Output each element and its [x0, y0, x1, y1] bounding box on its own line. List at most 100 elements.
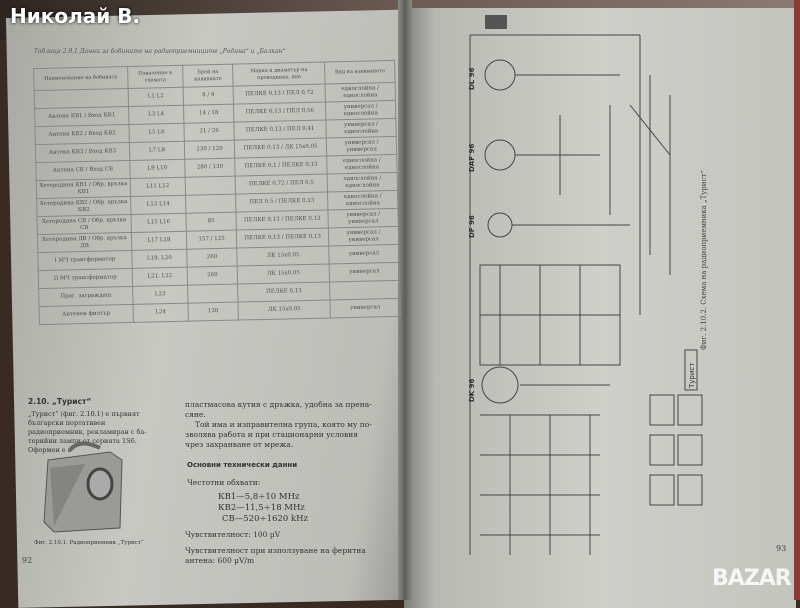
table-cell [187, 284, 239, 304]
table-cell: Антена КВ3 / Вход КВ3 [35, 142, 130, 163]
table-cell: 230 / 120 [184, 140, 235, 160]
table-cell: Антенен филтър [39, 304, 134, 325]
table-cell: 120 [188, 302, 239, 322]
table-cell: L23 [132, 285, 189, 305]
table-cell: еднослойна / еднослойна [327, 190, 398, 210]
table-cell [34, 88, 129, 109]
page-number-left: 92 [22, 556, 33, 565]
table-cell: L5 L6 [128, 123, 185, 143]
table-cell: ПЕЛКЕ 0,13 / ПЕЛ 0,56 [233, 102, 327, 123]
table-cell: ЛК 15х0,05 [236, 245, 330, 267]
body-paragraph-1: пластмасова кутия с дръжка, удобна за пр… [185, 400, 372, 419]
table-cell: L3 L4 [128, 105, 184, 125]
book-spine [398, 0, 412, 600]
intro-text: „Турист“ (фиг. 2.10.1) е първият българс… [28, 410, 147, 454]
freq-kv2: КВ2—11,5÷18 MHz [218, 503, 305, 513]
table-title: Таблица 2.9.1 Данни за бобините на радио… [34, 48, 286, 55]
table-cell: Хетеродина КВ1 / Обр. връзка КВ1 [36, 178, 131, 199]
book-cover-edge [794, 0, 800, 600]
tube-label-dl96: DL 96 [468, 67, 476, 90]
table-cell: Хетеродина КВ2 / Обр. връзка КВ2 [36, 196, 131, 217]
table-cell: L19, L20 [131, 249, 188, 269]
circuit-schematic [469, 15, 703, 555]
table-cell: I МЧ трансформатор [37, 250, 133, 271]
table-cell: еднослойна / еднослойна [326, 154, 398, 174]
figure-caption: Фиг. 2.10.1. Радиоприемник „Турист“ [34, 540, 144, 546]
tube-label-daf96: DAF 96 [468, 143, 476, 172]
sensitivity: Чувствителност: 100 µV [185, 530, 281, 539]
schematic-caption: Фиг. 2.10.2. Схема на радиоприемника „Ту… [700, 170, 708, 350]
table-cell: 280 / 130 [184, 158, 236, 178]
table-cell: Праг. заграждащ [38, 286, 133, 307]
tube-label-dk96: DK 96 [468, 378, 476, 402]
table-cell: Антена СВ / Вход СВ [35, 160, 131, 181]
table-cell: универсал [330, 298, 401, 318]
table-cell: ПЕЛКЕ 0,13 / ЛК 15х0,05 [234, 138, 327, 159]
table-cell: ПЕЛКЕ 0,13 [237, 281, 331, 303]
table-header: Наименование на бобината [33, 66, 128, 91]
table-cell: ЛК 15х0,05 [238, 299, 331, 321]
label-box: Турист [688, 362, 696, 388]
table-cell: универсал / еднослойна [326, 118, 397, 139]
table-cell: ПЕЛКЕ 0,13 / ПЕЛКЕ 0,13 [236, 209, 329, 231]
table-cell: 14 / 18 [183, 104, 235, 124]
table-header: Брой на навивките [182, 64, 234, 88]
table-cell: универсал / еднослойна [325, 100, 396, 121]
table-cell: 85 [185, 212, 237, 232]
table-cell: L7 L8 [129, 141, 185, 161]
table-cell: ПЕЛКЕ 0,13 / ПЕЛ 0,41 [234, 120, 327, 141]
table-cell: еднослойна / еднослойна [325, 82, 396, 103]
table-cell: универсал / универсал [326, 136, 397, 156]
freq-sv: СВ—520÷1620 kHz [222, 514, 308, 524]
freq-label: Честотни обхвати: [187, 478, 261, 487]
table-cell: L15 L16 [130, 213, 187, 233]
table-cell: универсал [329, 262, 400, 282]
table-cell: 260 [186, 248, 238, 268]
table-cell: L24 [132, 303, 189, 323]
table-cell: 21 / 26 [183, 122, 235, 142]
sensitivity-ferrite: Чувствителност при използуване на феритн… [185, 546, 366, 565]
table-cell: ПЕЛКЕ 0,13 / ПЕЛ 0,72 [233, 84, 326, 105]
table-cell: 260 [187, 266, 238, 286]
radio-illustration [43, 441, 123, 533]
table-cell: 157 / 125 [186, 230, 237, 250]
table-cell: ПЕЛКЕ 0,72 / ПЕЛ 0,5 [235, 173, 328, 195]
table-cell: 8 / 9 [183, 86, 234, 106]
table-cell: L11 L12 [130, 177, 186, 197]
freq-ranges: КВ1—5,8÷10 MHz КВ2—11,5÷18 MHz СВ—520÷16… [218, 492, 308, 525]
table-cell: ПЕЛКЕ 0,13 / ПЕЛКЕ 0,13 [236, 227, 329, 249]
table-cell: L17 L18 [131, 231, 187, 251]
table-cell: универсал / универсал [328, 208, 399, 228]
tube-label-df96: DF 96 [468, 215, 476, 238]
table-cell: II МЧ трансформатор [38, 268, 133, 289]
freq-kv1: КВ1—5,8÷10 MHz [218, 492, 300, 502]
table-cell [185, 176, 236, 196]
table-cell: Хетеродина СВ / Обр. връзка СВ [37, 214, 132, 235]
table-header: Означение в схемата [127, 65, 184, 89]
table-cell [329, 280, 400, 300]
table-cell: универсал / универсал [328, 226, 399, 246]
table-cell: L1 L2 [127, 87, 184, 107]
table-cell: L21, L22 [132, 267, 188, 287]
table-cell: универсал [328, 244, 400, 264]
table-cell: L9 L10 [129, 159, 186, 179]
right-page [404, 8, 796, 608]
page-number-right: 93 [776, 544, 787, 553]
table-cell: Антена КВ1 / Вход КВ1 [34, 106, 129, 127]
table-cell [185, 194, 237, 214]
table-header: Марка и диаметър на проводника, mm [232, 62, 326, 87]
table-cell: L13 L14 [130, 195, 186, 215]
watermark: Николай В. [10, 4, 141, 28]
bazar-logo: BAZAR [712, 566, 792, 591]
table-cell: ЛК 15х0,05 [237, 263, 330, 285]
table-header: Вид на навиването [324, 60, 396, 85]
body-paragraph-2: Той има и изправителна група, която му п… [185, 420, 372, 449]
table-cell: ПЕЛКЕ 0,1 / ПЕЛКЕ 0,13 [234, 155, 328, 177]
table-cell: Хетеродина ДВ / Обр. връзка ДВ [37, 232, 132, 253]
specs-title: Основни технически данни [187, 461, 298, 469]
section-title: 2.10. „Турист“ [28, 397, 92, 406]
table-cell: Антена КВ2 / Вход КВ2 [34, 124, 130, 145]
table-cell: ПЕЛ 0,5 / ПЕЛКЕ 0,13 [235, 191, 329, 213]
table-cell: еднослойна / еднослойна [327, 172, 398, 192]
